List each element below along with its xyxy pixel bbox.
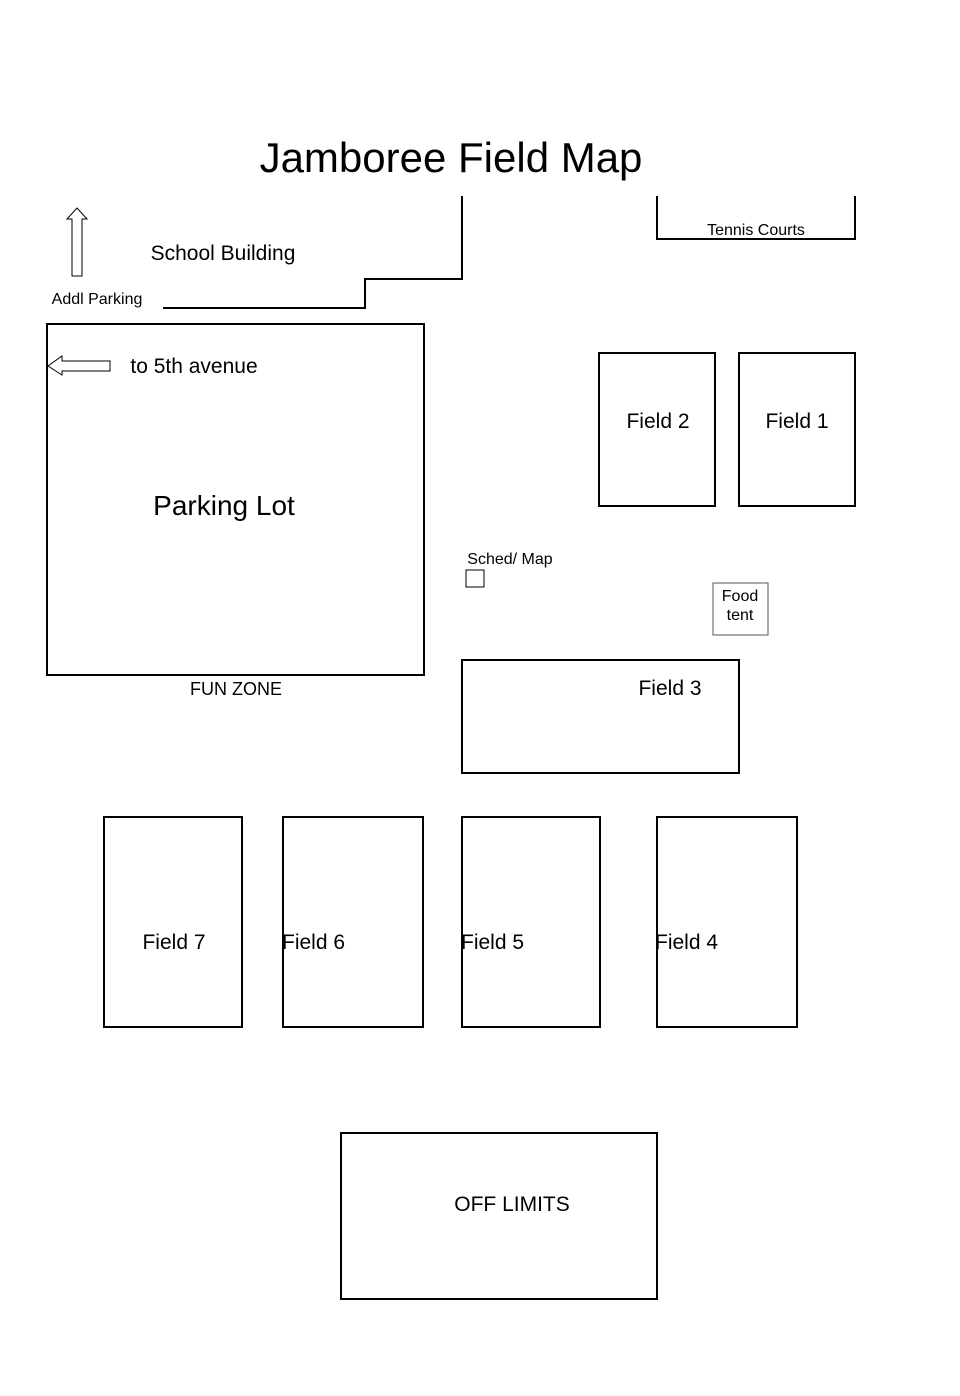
off-limits-area bbox=[340, 1132, 658, 1300]
school-building-outline bbox=[163, 196, 463, 309]
field-7-label: Field 7 bbox=[142, 931, 205, 954]
field-2 bbox=[598, 352, 716, 507]
field-2-label: Field 2 bbox=[626, 410, 689, 433]
field-3 bbox=[461, 659, 740, 774]
addl-parking-label: Addl Parking bbox=[52, 291, 143, 308]
arrow-up-icon bbox=[65, 207, 89, 277]
field-5-label: Field 5 bbox=[461, 931, 524, 954]
parking-lot bbox=[46, 323, 425, 676]
off-limits-label: OFF LIMITS bbox=[454, 1193, 570, 1216]
field-6-label: Field 6 bbox=[282, 931, 345, 954]
food-tent-label-line1: Food bbox=[722, 588, 758, 605]
food-tent-label-line2: tent bbox=[727, 607, 754, 624]
square-icon bbox=[465, 569, 485, 588]
fun-zone-label: FUN ZONE bbox=[190, 679, 282, 699]
field-4 bbox=[656, 816, 798, 1028]
school-building-label: School Building bbox=[151, 242, 296, 265]
tennis-courts-label: Tennis Courts bbox=[707, 222, 805, 239]
field-1 bbox=[738, 352, 856, 507]
page-title: Jamboree Field Map bbox=[260, 134, 643, 181]
field-5 bbox=[461, 816, 601, 1028]
sched-map-label: Sched/ Map bbox=[467, 551, 552, 568]
tennis-courts-outline bbox=[656, 196, 856, 240]
field-7 bbox=[103, 816, 243, 1028]
field-1-label: Field 1 bbox=[765, 410, 828, 433]
parking-lot-label: Parking Lot bbox=[153, 490, 295, 521]
field-3-label: Field 3 bbox=[638, 677, 701, 700]
field-6 bbox=[282, 816, 424, 1028]
to-5th-avenue-label: to 5th avenue bbox=[130, 355, 257, 378]
food-tent bbox=[712, 582, 769, 636]
arrow-left-icon bbox=[47, 355, 111, 376]
field-4-label: Field 4 bbox=[655, 931, 718, 954]
